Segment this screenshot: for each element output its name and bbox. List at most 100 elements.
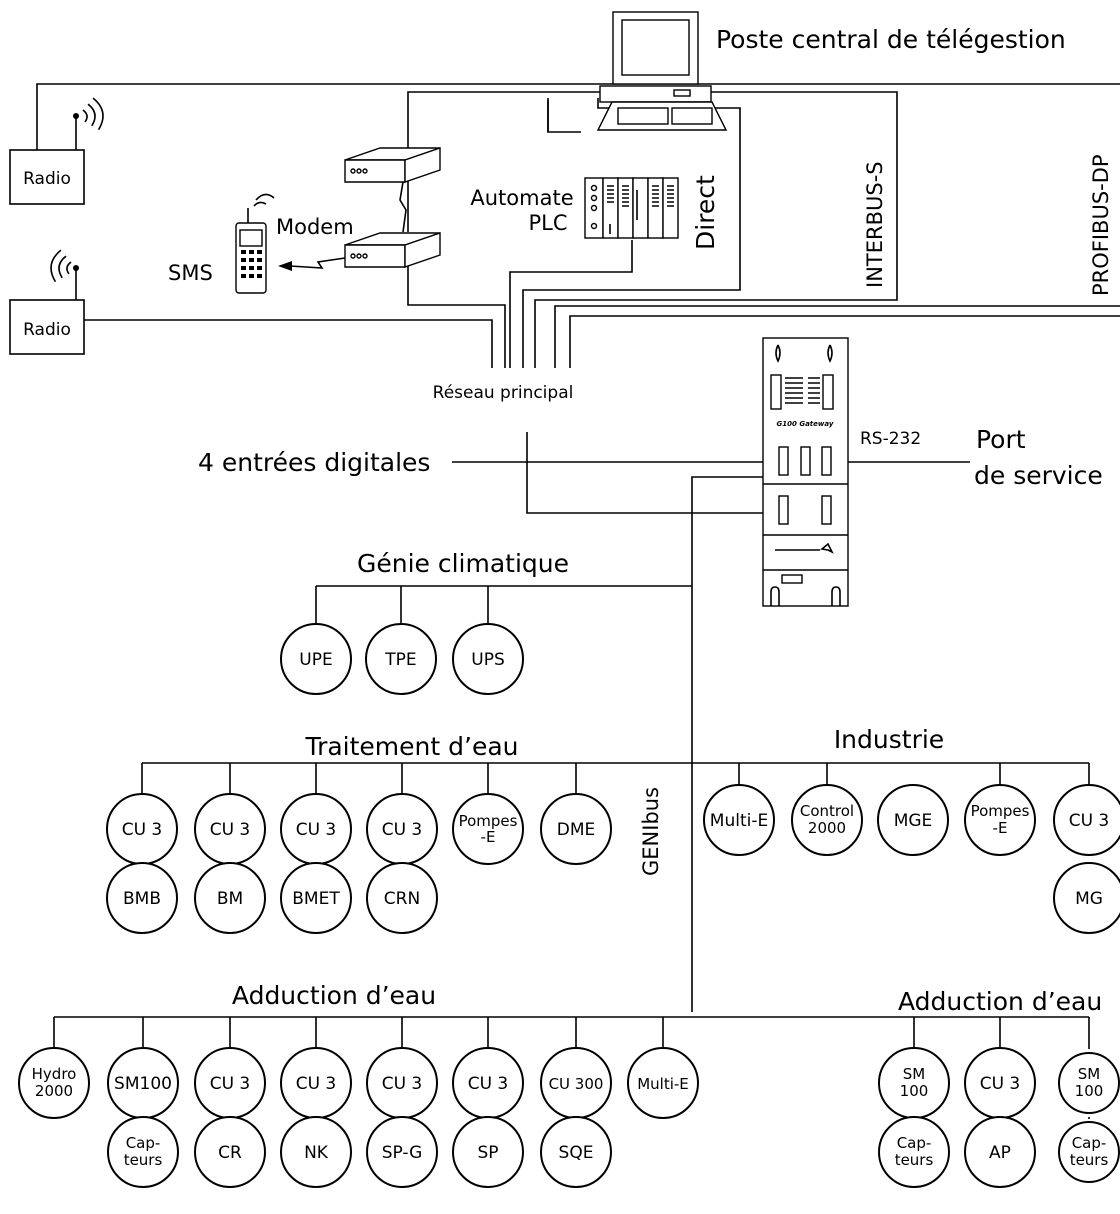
node-cu300: CU 300 bbox=[540, 1047, 612, 1119]
group-title-industrie: Industrie bbox=[834, 725, 944, 754]
svg-text:NK: NK bbox=[304, 1143, 329, 1163]
svg-text:Cap-: Cap- bbox=[126, 1134, 161, 1152]
svg-text:2000: 2000 bbox=[808, 819, 846, 837]
node-ups: UPS bbox=[452, 623, 524, 695]
node-capteurs: Cap-teurs bbox=[107, 1116, 179, 1188]
plc-label-2: PLC bbox=[528, 211, 567, 235]
group-title-traitement: Traitement d’eau bbox=[304, 732, 518, 761]
node-multi-e: Multi-E bbox=[627, 1047, 699, 1119]
node-bmb: BMB bbox=[106, 862, 178, 934]
svg-text:SP: SP bbox=[477, 1143, 498, 1163]
service-port-label-2: de service bbox=[974, 461, 1103, 490]
node-cu3: CU 3 bbox=[194, 1047, 266, 1119]
svg-text:UPS: UPS bbox=[471, 650, 505, 670]
svg-text:teurs: teurs bbox=[124, 1151, 163, 1169]
svg-text:Cap-: Cap- bbox=[1072, 1134, 1107, 1152]
svg-text:G100 Gateway: G100 Gateway bbox=[777, 420, 834, 428]
svg-text:CU 3: CU 3 bbox=[1069, 811, 1110, 831]
svg-text:100: 100 bbox=[1075, 1082, 1104, 1100]
svg-text:Multi-E: Multi-E bbox=[637, 1075, 689, 1093]
svg-text:CU 3: CU 3 bbox=[210, 820, 251, 840]
modem-label: Modem bbox=[276, 215, 354, 239]
node-mge: MGE bbox=[877, 784, 949, 856]
svg-text:Radio: Radio bbox=[23, 169, 71, 189]
svg-text:100: 100 bbox=[900, 1082, 929, 1100]
svg-text:CRN: CRN bbox=[384, 889, 420, 909]
modem-link bbox=[399, 181, 407, 233]
node-cu3: CU 3 bbox=[280, 1047, 352, 1119]
node-cu3: CU 3 bbox=[366, 793, 438, 865]
radio-top: Radio bbox=[9, 97, 104, 205]
node-cu3: CU 3 bbox=[1053, 784, 1120, 856]
svg-text:Pompes: Pompes bbox=[459, 812, 518, 830]
node-cu3: CU 3 bbox=[194, 793, 266, 865]
svg-text:SM: SM bbox=[1078, 1065, 1100, 1083]
svg-text:MGE: MGE bbox=[894, 811, 933, 831]
svg-text:Radio: Radio bbox=[23, 320, 71, 340]
svg-text:CU 3: CU 3 bbox=[122, 820, 163, 840]
node-pompes-e: Pompes-E bbox=[964, 784, 1036, 856]
node-cu3: CU 3 bbox=[106, 793, 178, 865]
node-cu3: CU 3 bbox=[452, 1047, 524, 1119]
sms-link bbox=[289, 257, 346, 269]
interbus-label: INTERBUS-S bbox=[863, 161, 887, 288]
arrow-icon bbox=[278, 261, 292, 271]
svg-text:AP: AP bbox=[989, 1143, 1011, 1163]
antenna-icon bbox=[73, 113, 79, 119]
profibus-label: PROFIBUS-DP bbox=[1089, 154, 1113, 296]
modem-bottom bbox=[344, 232, 441, 268]
svg-text:2000: 2000 bbox=[35, 1082, 73, 1100]
rs232-label: RS-232 bbox=[860, 429, 921, 449]
svg-text:Cap-: Cap- bbox=[897, 1134, 932, 1152]
svg-text:CU 3: CU 3 bbox=[980, 1074, 1021, 1094]
node-nk: NK bbox=[280, 1116, 352, 1188]
node-crn: CRN bbox=[366, 862, 438, 934]
svg-text:teurs: teurs bbox=[1070, 1151, 1109, 1169]
svg-text:-E: -E bbox=[481, 828, 496, 846]
node-sm-100: SM100 bbox=[1058, 1052, 1120, 1114]
modem-top bbox=[344, 147, 441, 183]
svg-text:BM: BM bbox=[217, 889, 243, 909]
node-sm-100: SM100 bbox=[878, 1047, 950, 1119]
central-computer bbox=[596, 11, 728, 131]
node-sp: SP bbox=[452, 1116, 524, 1188]
node-mg: MG bbox=[1053, 862, 1120, 934]
svg-text:teurs: teurs bbox=[895, 1151, 934, 1169]
svg-text:BMB: BMB bbox=[123, 889, 161, 909]
svg-text:CU 3: CU 3 bbox=[382, 1074, 423, 1094]
node-pompes-e: Pompes-E bbox=[452, 793, 524, 865]
svg-text:Hydro: Hydro bbox=[32, 1065, 77, 1083]
node-tpe: TPE bbox=[365, 623, 437, 695]
node-bm: BM bbox=[194, 862, 266, 934]
svg-text:CU 3: CU 3 bbox=[296, 1074, 337, 1094]
node-cu3: CU 3 bbox=[280, 793, 352, 865]
svg-text:CU 300: CU 300 bbox=[549, 1075, 604, 1093]
node-capteurs: Cap-teurs bbox=[878, 1116, 950, 1188]
svg-text:SP-G: SP-G bbox=[382, 1143, 423, 1163]
node-cr: CR bbox=[194, 1116, 266, 1188]
svg-text:UPE: UPE bbox=[299, 650, 332, 670]
plc-label-1: Automate bbox=[470, 186, 573, 210]
node-sm100: SM100 bbox=[107, 1047, 179, 1119]
svg-text:MG: MG bbox=[1075, 889, 1103, 909]
svg-text:CU 3: CU 3 bbox=[468, 1074, 509, 1094]
node-ap: AP bbox=[964, 1116, 1036, 1188]
node-dme: DME bbox=[540, 793, 612, 865]
node-cu3: CU 3 bbox=[366, 1047, 438, 1119]
svg-text:Pompes: Pompes bbox=[971, 802, 1030, 820]
node-sqe: SQE bbox=[540, 1116, 612, 1188]
group-title-adduction-left: Adduction d’eau bbox=[232, 981, 436, 1010]
network-lines bbox=[36, 83, 1120, 1012]
digital-inputs-label: 4 entrées digitales bbox=[198, 448, 430, 477]
group-title-genie: Génie climatique bbox=[357, 549, 569, 578]
svg-text:DME: DME bbox=[557, 820, 596, 840]
node-sp-g: SP-G bbox=[366, 1116, 438, 1188]
central-station-label: Poste central de télégestion bbox=[716, 25, 1066, 54]
plc-icon bbox=[584, 177, 679, 239]
antenna-icon bbox=[73, 265, 79, 271]
node-capteurs: Cap-teurs bbox=[1058, 1121, 1120, 1183]
node-cu3: CU 3 bbox=[964, 1047, 1036, 1119]
